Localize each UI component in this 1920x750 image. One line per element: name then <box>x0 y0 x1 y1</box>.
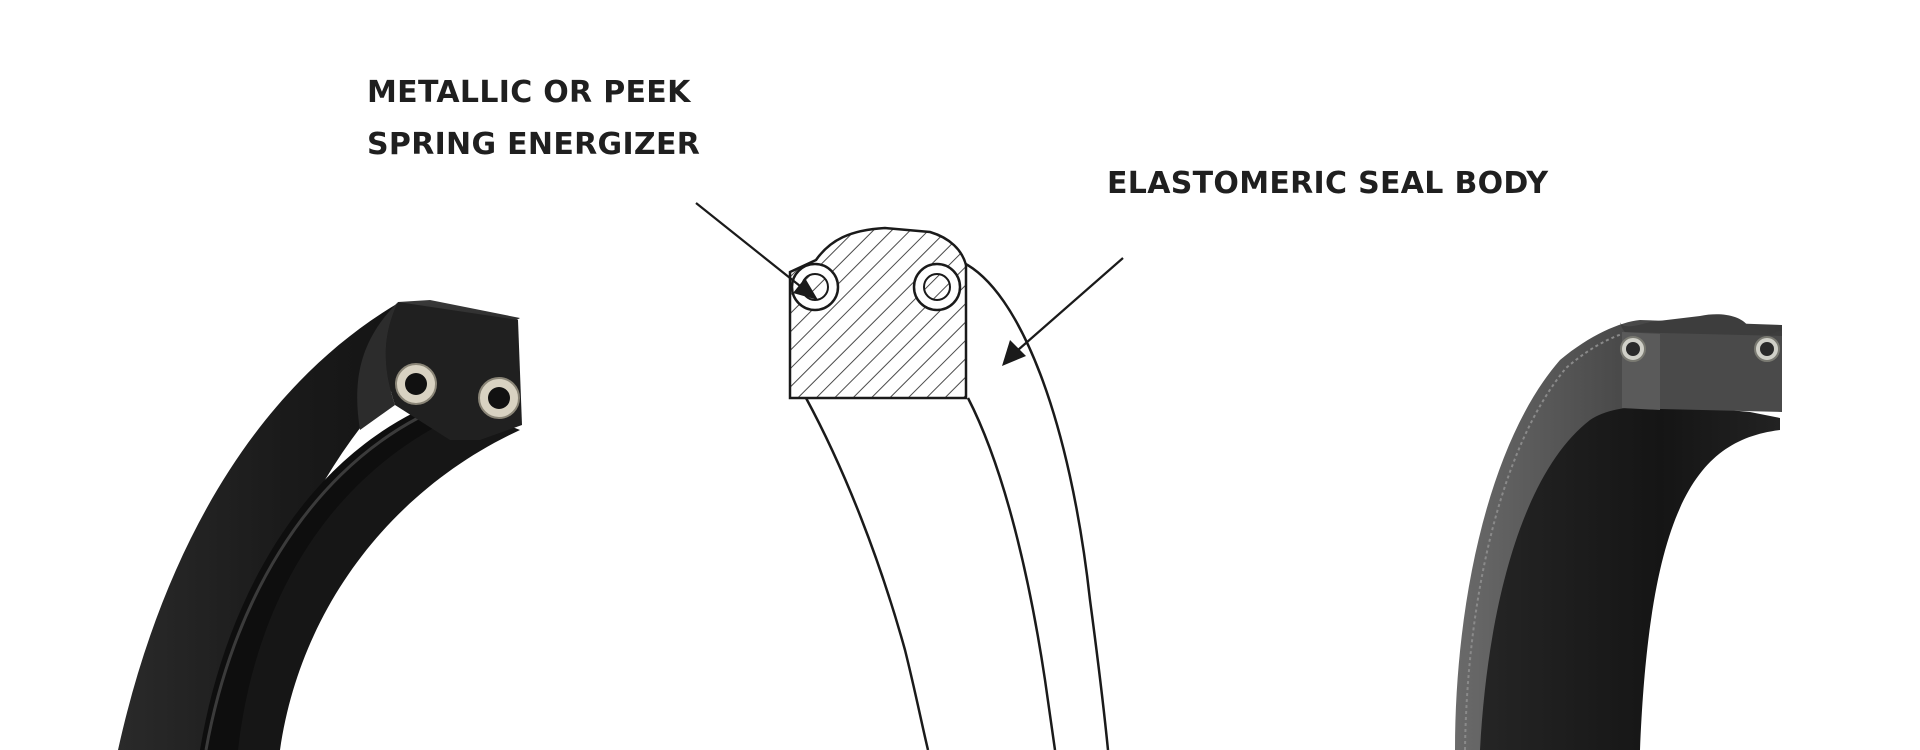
seal-body-outline <box>966 397 1057 750</box>
spring-coil-icon <box>1620 336 1646 362</box>
spring-coil-icon <box>478 377 520 419</box>
left-seal-head-side <box>357 302 398 430</box>
spring-energizer-label-line1: METALLIC OR PEEK <box>367 75 691 110</box>
seal-body-outline <box>804 397 930 750</box>
spring-coil-icon <box>395 363 437 405</box>
right-seal-photo <box>1455 314 1782 750</box>
energizer-leader-arrow <box>695 202 818 300</box>
cross-section-drawing <box>788 226 1110 750</box>
seal-body-label: ELASTOMERIC SEAL BODY <box>1107 166 1549 201</box>
spring-energizer-label: METALLIC OR PEEK SPRING ENERGIZER <box>367 67 700 171</box>
spring-section-icon <box>790 262 840 312</box>
spring-energizer-label-line2: SPRING ENERGIZER <box>367 127 701 162</box>
right-seal-outer-shell <box>1455 320 1782 750</box>
left-seal-groove-highlight <box>204 416 419 750</box>
spring-coil-icon <box>1754 336 1780 362</box>
seal-head-section <box>788 226 968 400</box>
seal-body-outline <box>961 260 1110 750</box>
right-seal-head-block <box>1622 332 1782 412</box>
spring-section-icon <box>912 262 962 312</box>
right-seal-inner-face <box>1480 405 1780 750</box>
left-seal-inner-lip <box>238 410 520 750</box>
left-seal-outer-face <box>118 302 456 750</box>
right-seal-rim-line <box>1464 329 1641 750</box>
seal-body-leader-arrow <box>1002 257 1124 366</box>
left-seal-photo <box>118 300 522 750</box>
